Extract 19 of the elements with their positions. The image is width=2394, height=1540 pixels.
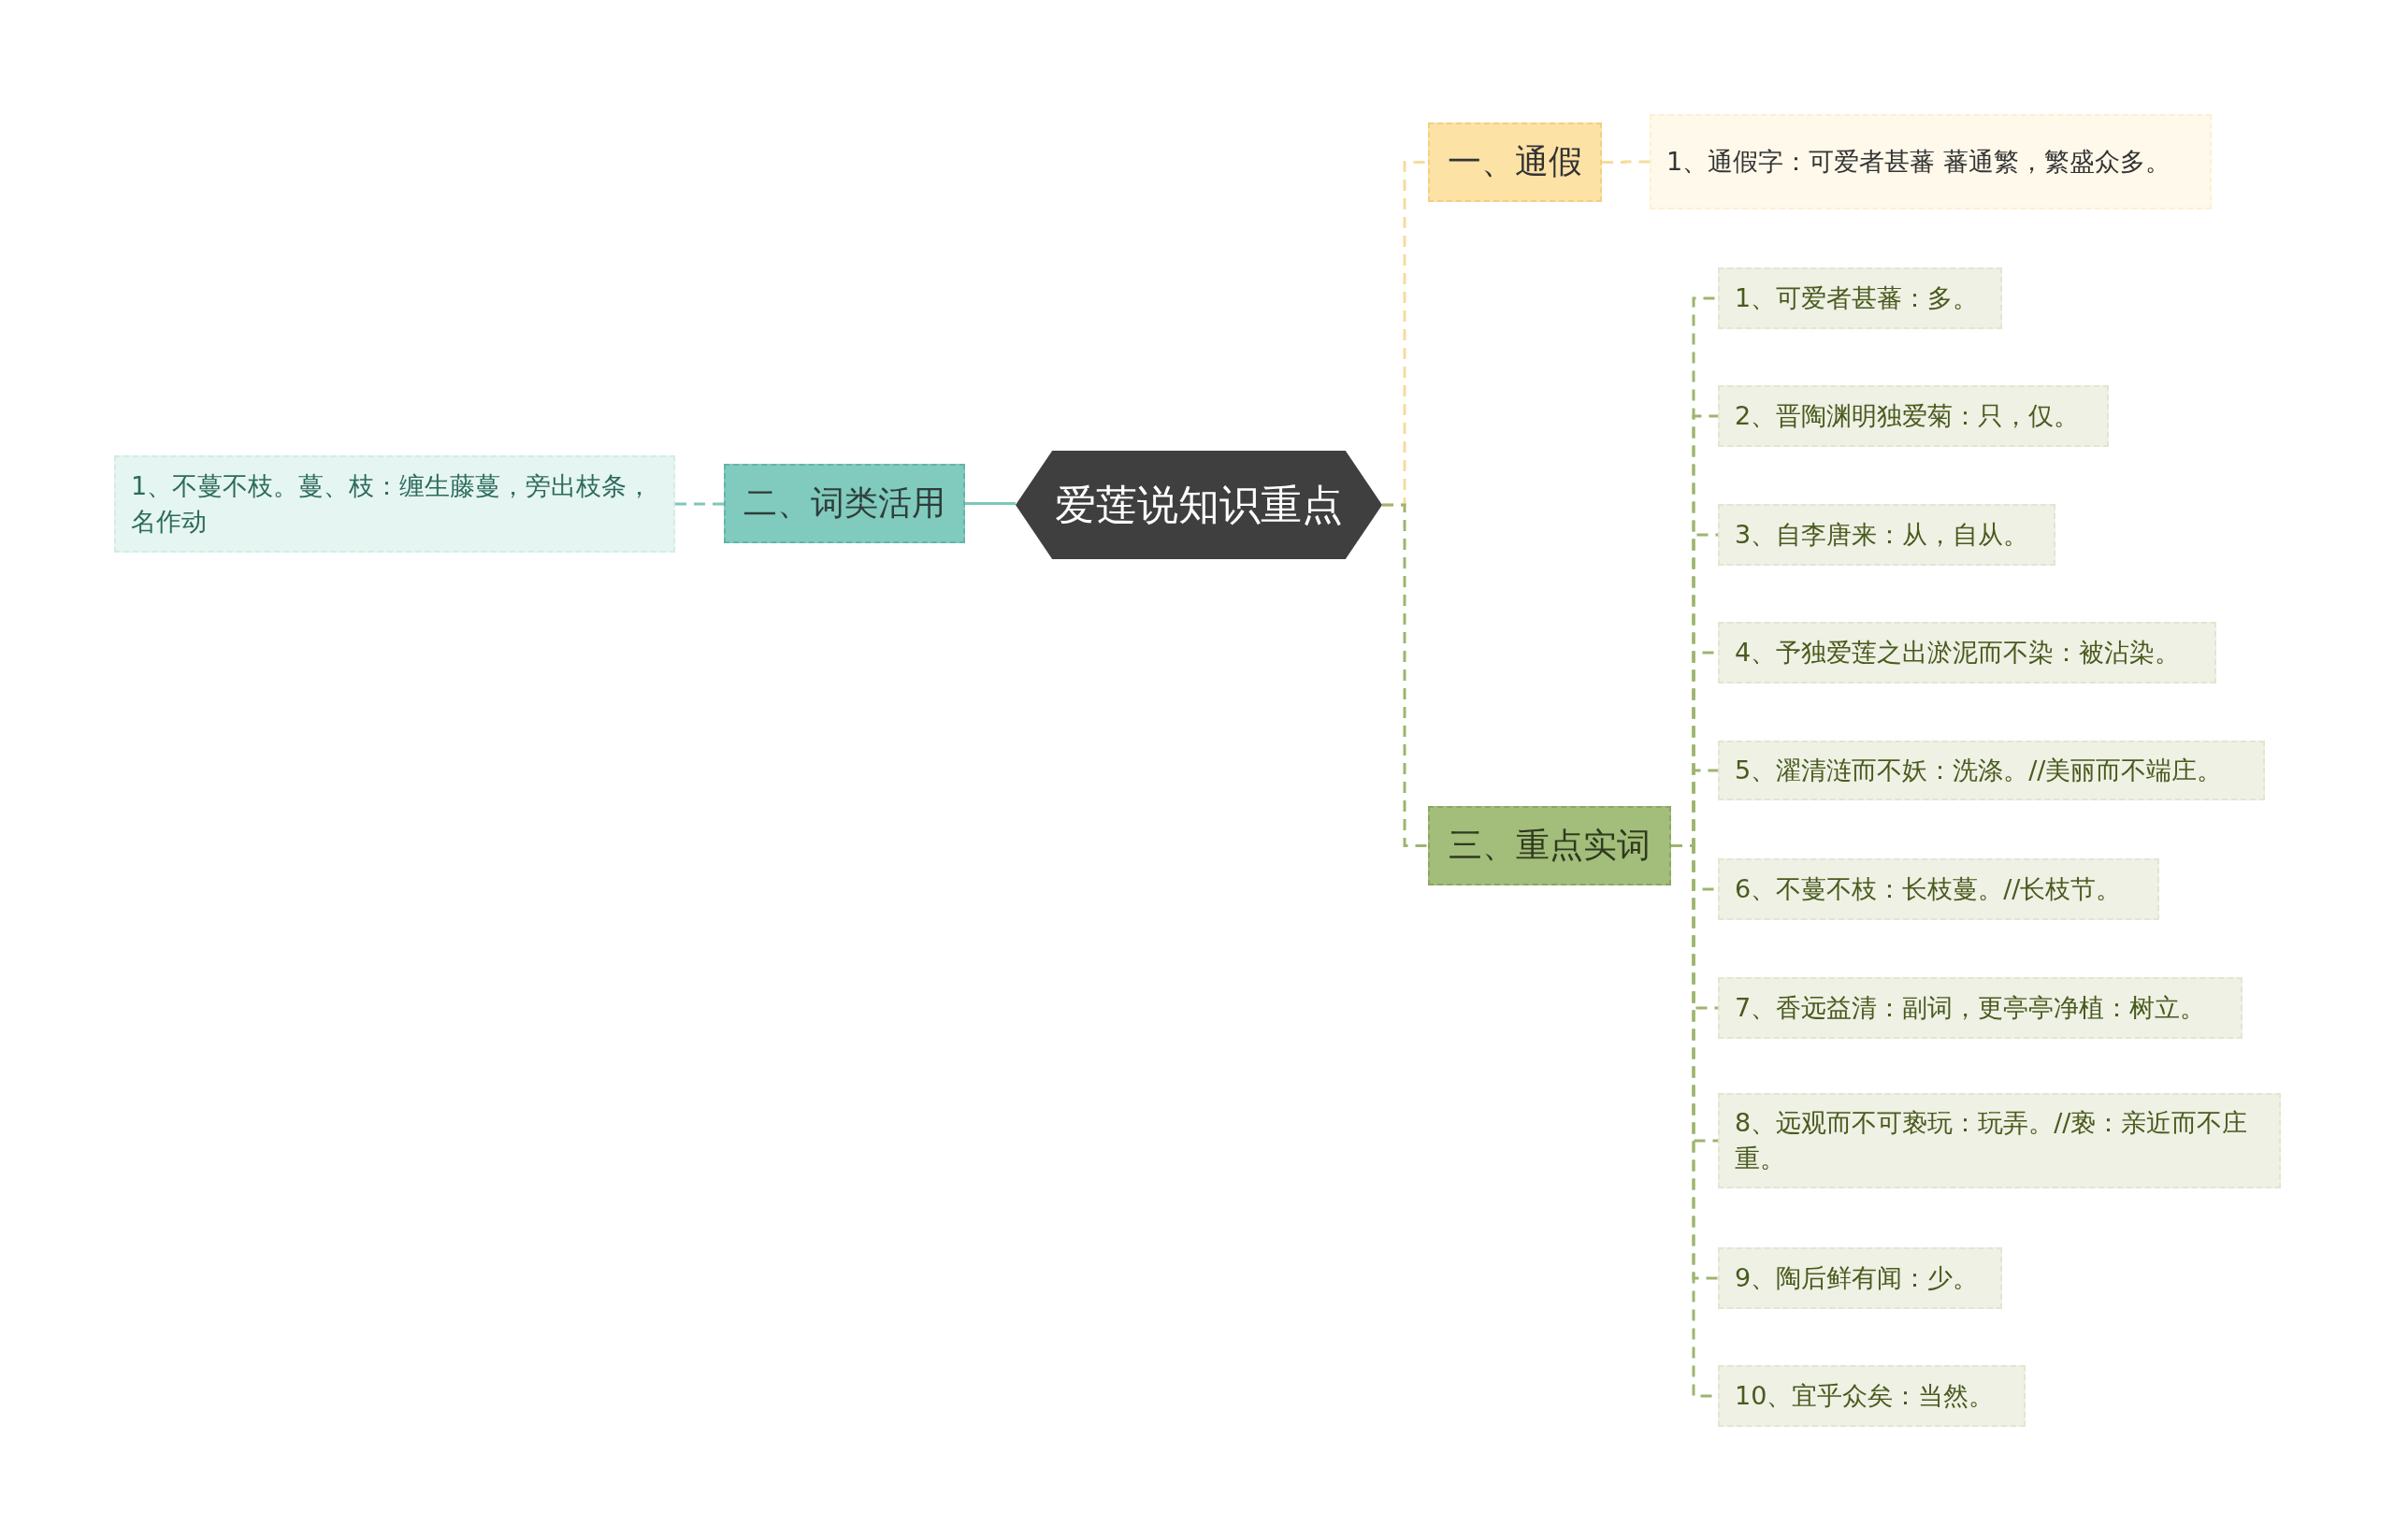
- note-box: 2、晋陶渊明独爱菊：只，仅。: [1718, 385, 2109, 447]
- note-box: 5、濯清涟而不妖：洗涤。//美丽而不端庄。: [1718, 741, 2265, 800]
- connector-line: [1382, 503, 1428, 847]
- branch-box: 一、通假: [1428, 122, 1602, 202]
- note-box: 3、自李唐来：从，自从。: [1718, 504, 2055, 566]
- note-box: 9、陶后鲜有闻：少。: [1718, 1247, 2002, 1309]
- branch-box: 三、重点实词: [1428, 806, 1671, 885]
- note-box: 1、不蔓不枝。蔓、枝：缠生藤蔓，旁出枝条，名作动: [114, 455, 675, 553]
- connector-line: [1602, 160, 1650, 164]
- note-box: 10、宜乎众矣：当然。: [1718, 1365, 2026, 1427]
- note-box: 7、香远益清：副词，更亭亭净植：树立。: [1718, 977, 2243, 1039]
- note-box: 1、可爱者甚蕃：多。: [1718, 267, 2002, 329]
- branch-box: 二、词类活用: [724, 464, 965, 543]
- note-box: 4、予独爱莲之出淤泥而不染：被沾染。: [1718, 622, 2216, 684]
- note-box: 8、远观而不可亵玩：玩弄。//亵：亲近而不庄重。: [1718, 1093, 2281, 1188]
- connector-line: [675, 502, 724, 506]
- note-box: 1、通假字：可爱者甚蕃 蕃通繁，繁盛众多。: [1650, 114, 2212, 209]
- note-box: 6、不蔓不枝：长枝蔓。//长枝节。: [1718, 858, 2159, 920]
- connector-line: [965, 502, 1016, 505]
